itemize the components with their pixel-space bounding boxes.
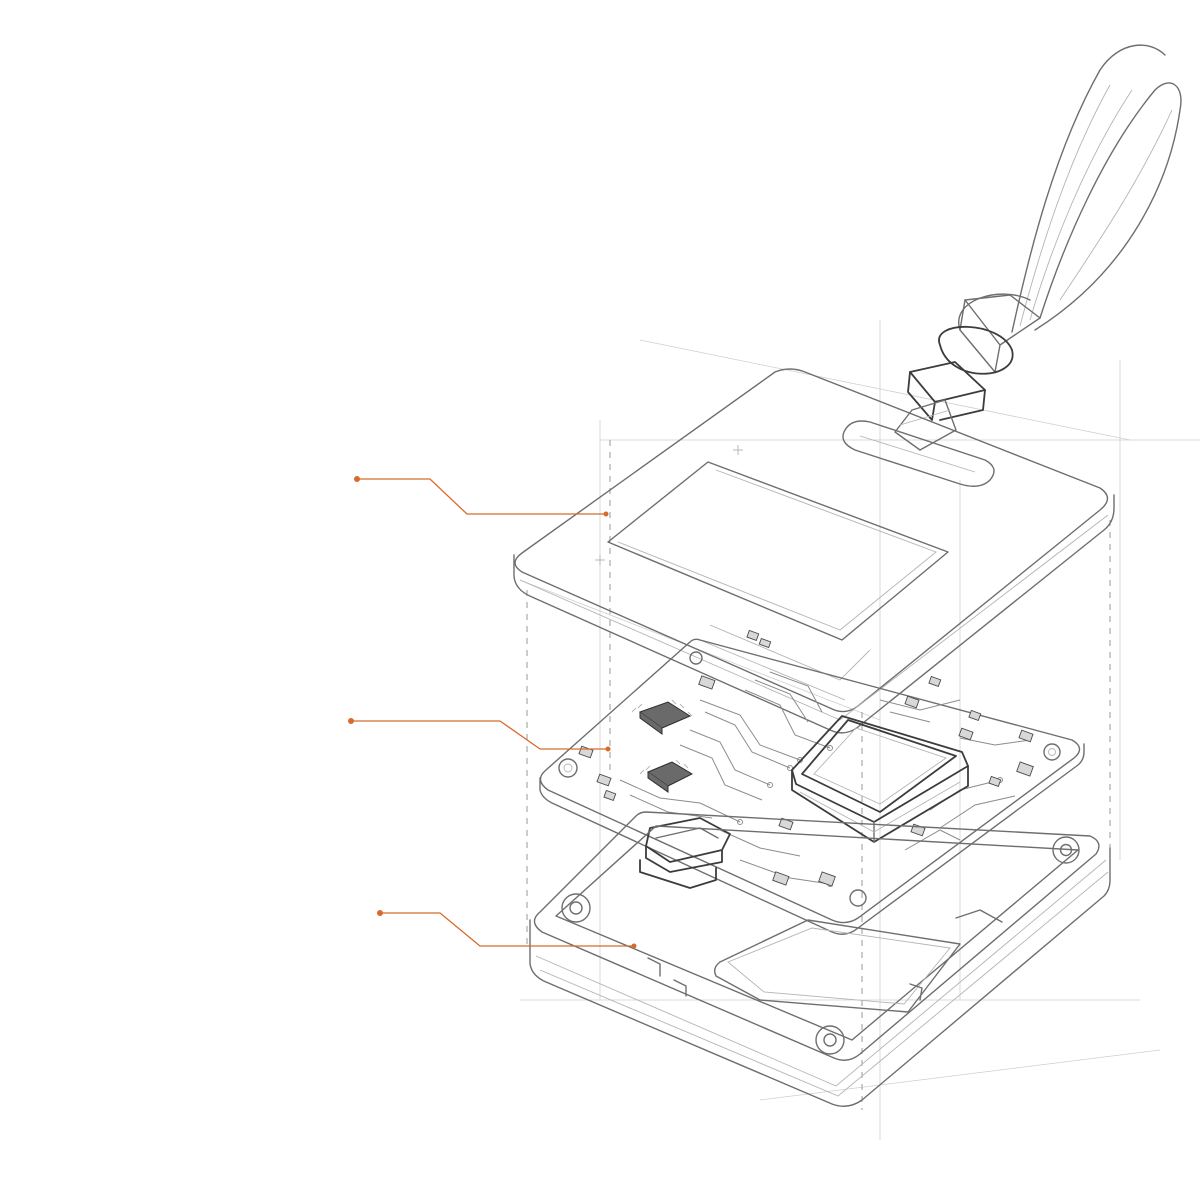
ic-chip-lower — [639, 759, 694, 793]
leader-lines — [348, 476, 637, 949]
circuit-board — [539, 638, 1085, 935]
leader-front-cover — [354, 476, 609, 517]
leader-base-housing — [377, 910, 637, 949]
front-cover — [513, 368, 1115, 734]
ic-chip-upper — [631, 699, 693, 735]
smd-components — [578, 629, 1034, 887]
cover-registration-marks — [595, 445, 743, 565]
display-module — [791, 715, 969, 843]
base-side-clips — [647, 957, 687, 997]
lanyard-strap — [938, 44, 1182, 375]
base-housing — [529, 811, 1111, 1107]
base-screw-posts — [561, 836, 1080, 1055]
alignment-dashes — [526, 440, 1111, 1110]
lanyard-clip — [894, 361, 986, 451]
leader-circuit-board — [348, 718, 611, 752]
base-battery-compartment — [713, 909, 1003, 1013]
pcb-traces — [619, 671, 1031, 887]
construction-lines — [519, 320, 1200, 1140]
